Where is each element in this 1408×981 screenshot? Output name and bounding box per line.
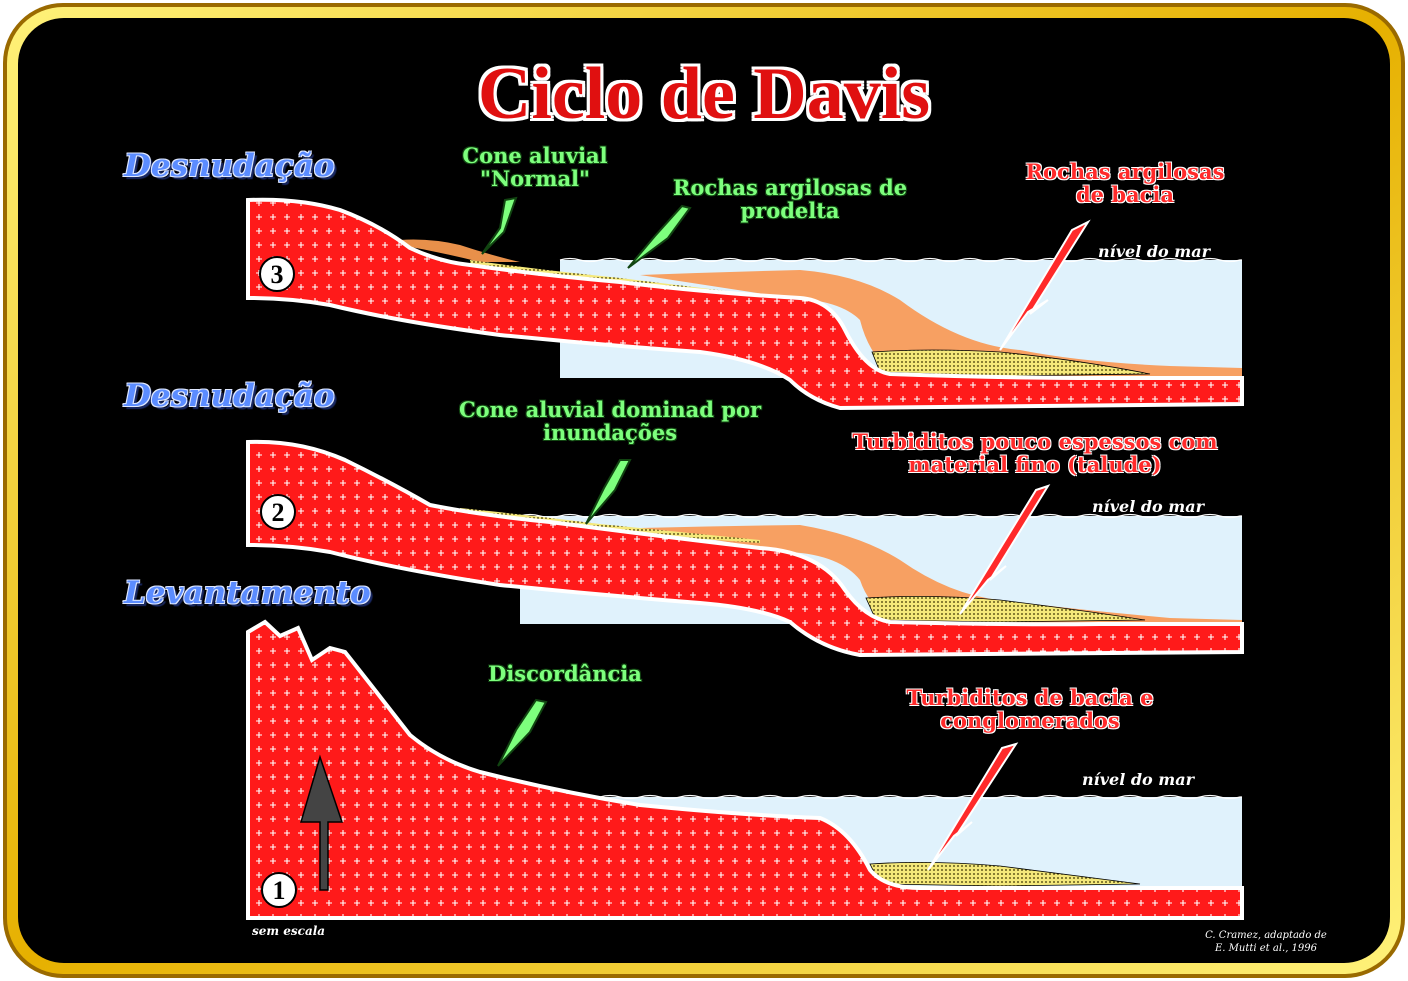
- panel2-flood-fan: [460, 508, 760, 543]
- sea-level-label-2: nível do mar: [1092, 497, 1204, 516]
- page-title: Ciclo de Davis: [477, 53, 931, 135]
- label-discordancia: Discordância: [488, 661, 642, 686]
- panel1-sea-surface: [519, 794, 1242, 800]
- stage-label-1: Levantamento: [124, 575, 371, 611]
- panel1-bedrock: [246, 619, 1244, 920]
- label-rochas-bacia: Rochas argilosas de bacia: [1025, 159, 1225, 208]
- arrow-turb-bacia-icon: [927, 742, 1019, 871]
- panel3-sea-surface: [559, 257, 1242, 263]
- panel1-number-circle: [261, 872, 297, 908]
- panel2-bedrock: [246, 439, 1244, 658]
- label-cone-inundacoes: Cone aluvial dominad por inundações: [458, 397, 762, 446]
- panel-stage-3: 3: [246, 197, 1244, 411]
- panel2-number-circle: [260, 494, 296, 530]
- panel3-alluvial-fan: [400, 239, 520, 262]
- panel2-sea-surface: [519, 513, 1242, 519]
- credit: C. Cramez, adaptado de E. Mutti et al., …: [1205, 930, 1327, 954]
- uplift-arrow-icon: [299, 754, 344, 891]
- panel3-bedrock: [246, 197, 1244, 411]
- panel1-turbidites: [869, 862, 1141, 887]
- label-turbiditos-bacia: Turbiditos de bacia e conglomerados: [906, 685, 1154, 734]
- arrow-cone-normal-icon: [481, 196, 518, 255]
- stage-label-2: Desnudação: [124, 378, 335, 414]
- panel3-turbidites: [871, 349, 1151, 377]
- panel-stage-2: 2: [246, 439, 1244, 658]
- label-cone-normal: Cone aluvial "Normal": [462, 143, 608, 192]
- arrow-prodelta-icon: [627, 204, 692, 269]
- panel-stage-1: 1: [246, 619, 1244, 920]
- panel2-number: 2: [272, 498, 285, 527]
- panel2-turbidites: [865, 596, 1146, 623]
- panel3-number-circle: [259, 256, 295, 292]
- arrow-discordancia-icon: [497, 698, 548, 767]
- scale-note: sem escala: [252, 924, 326, 938]
- arrow-bacia-icon: [999, 219, 1091, 351]
- stage-label-3: Desnudação: [124, 148, 335, 184]
- sea-level-label-3: nível do mar: [1098, 242, 1210, 261]
- panel3-number: 3: [271, 260, 284, 289]
- label-turbiditos-talude: Turbiditos pouco espessos com material f…: [852, 429, 1218, 478]
- panel2-prodelta: [640, 525, 1242, 624]
- arrow-turb-fino-icon: [959, 484, 1051, 615]
- label-prodelta: Rochas argilosas de prodelta: [672, 175, 908, 224]
- sea-level-label-1: nível do mar: [1082, 770, 1194, 789]
- arrow-flood-fan-icon: [585, 459, 632, 525]
- panel1-number: 1: [273, 876, 286, 905]
